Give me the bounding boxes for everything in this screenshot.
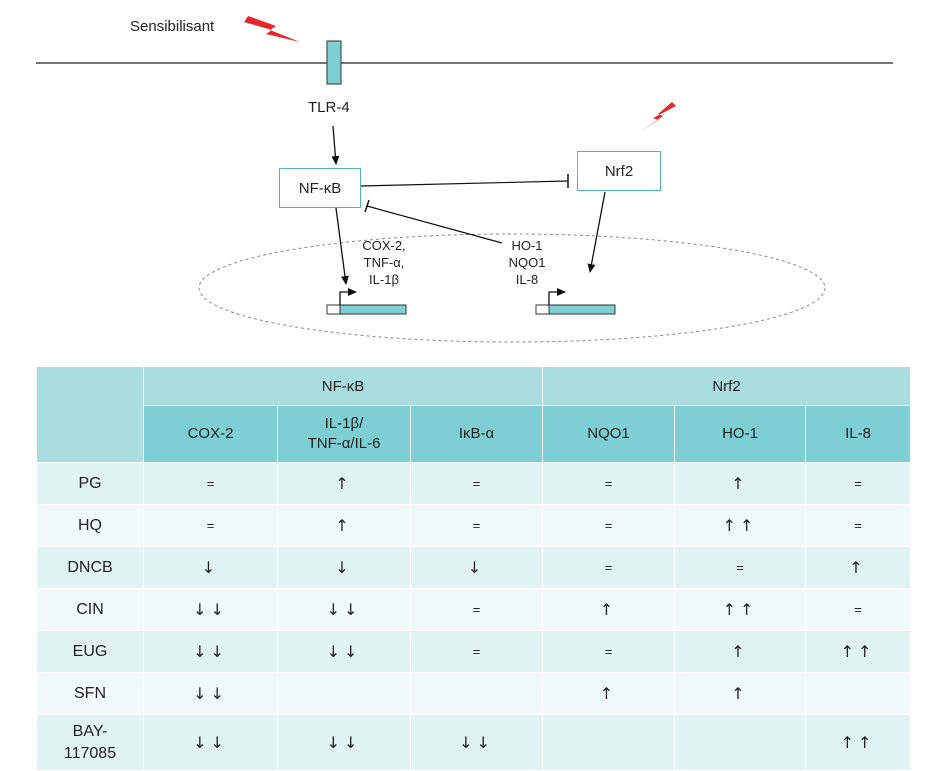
table-cell: =: [542, 630, 675, 673]
table-cell: ↑↑: [805, 630, 911, 673]
table-cell: =: [674, 546, 806, 589]
gene-promoter-icon: [326, 288, 407, 315]
tlr4-receptor: [326, 40, 342, 85]
group-header-nfkb: NF-κB: [143, 366, 543, 406]
table-row: HQ=↑==↑↑=: [36, 504, 911, 547]
table-cell: ↓↓: [143, 672, 278, 715]
arrow-icon: [331, 125, 340, 165]
table-cell: =: [410, 462, 543, 505]
table-cell: ↑: [674, 630, 806, 673]
nrf2-target: HO-1: [511, 238, 543, 253]
nucleus: [198, 233, 826, 343]
table-cell: ↑↑: [805, 714, 911, 771]
nrf2-targets: HO-1 NQO1 IL-8: [497, 237, 557, 288]
table-cell: [805, 672, 911, 715]
table-cell: =: [542, 546, 675, 589]
column-header: HO-1: [674, 405, 806, 463]
table-cell: ↓↓: [143, 630, 278, 673]
lightning-bolt-icon: [244, 16, 300, 42]
table-row: PG=↑==↑=: [36, 462, 911, 505]
row-label: CIN: [36, 588, 144, 631]
gene-promoter-icon: [535, 288, 616, 315]
row-label: DNCB: [36, 546, 144, 589]
inhibition-line: [360, 180, 569, 187]
table-row: CIN↓↓↓↓=↑↑↑=: [36, 588, 911, 631]
pathway-diagram: Sensibilisant TLR-4 NF-κB Nrf2 COX-2, TN…: [0, 0, 929, 345]
table-row: DNCB↓↓↓==↑: [36, 546, 911, 589]
row-label: EUG: [36, 630, 144, 673]
table-cell: ↑: [674, 672, 806, 715]
nfkb-label: NF-κB: [298, 179, 342, 197]
table-cell: ↑: [674, 462, 806, 505]
inhibition-bar-icon: [364, 199, 370, 213]
table-cell: =: [410, 630, 543, 673]
column-header: NQO1: [542, 405, 675, 463]
group-header-nrf2: Nrf2: [542, 366, 911, 406]
column-header: IL-1β/ TNF-α/IL-6: [277, 405, 411, 463]
row-label: PG: [36, 462, 144, 505]
table-row: EUG↓↓↓↓==↑↑↑: [36, 630, 911, 673]
table-cell: =: [410, 588, 543, 631]
table-cell: [277, 672, 411, 715]
stimulus-label: Sensibilisant: [130, 18, 215, 35]
corner-cell: [36, 366, 144, 463]
table-cell: ↓↓: [277, 588, 411, 631]
table-cell: ↑: [277, 462, 411, 505]
lightning-bolt-icon: [640, 102, 676, 132]
table-cell: ↓: [277, 546, 411, 589]
column-header: IL-8: [805, 405, 911, 463]
arrow-icon: [587, 191, 606, 273]
table-cell: ↑↑: [674, 504, 806, 547]
nfkb-target: COX-2,: [362, 238, 406, 253]
nfkb-target: TNF-α,: [363, 255, 405, 270]
table-cell: =: [805, 462, 911, 505]
nfkb-target: IL-1β: [369, 272, 399, 287]
pathway-svg: [36, 16, 893, 343]
nrf2-target: NQO1: [508, 255, 546, 270]
nrf2-label: Nrf2: [604, 162, 634, 180]
nfkb-box: NF-κB: [279, 168, 361, 208]
table-cell: ↓↓: [143, 588, 278, 631]
column-header: COX-2: [143, 405, 278, 463]
table-cell: ↓↓: [410, 714, 543, 771]
table-cell: ↓↓: [277, 630, 411, 673]
table-row: SFN↓↓ ↑↑: [36, 672, 911, 715]
table-cell: ↑: [542, 672, 675, 715]
inhibition-line: [366, 205, 503, 244]
table-cell: [410, 672, 543, 715]
row-label: BAY- 117085: [36, 714, 144, 771]
table-cell: =: [805, 504, 911, 547]
table-cell: ↓↓: [143, 714, 278, 771]
table-cell: ↓: [410, 546, 543, 589]
table-cell: =: [542, 462, 675, 505]
nfkb-targets: COX-2, TNF-α, IL-1β: [354, 237, 414, 288]
receptor-label: TLR-4: [308, 99, 350, 116]
arrow-icon: [335, 207, 349, 285]
nrf2-target: IL-8: [515, 272, 539, 287]
table-cell: =: [410, 504, 543, 547]
table-cell: ↓: [143, 546, 278, 589]
table-cell: [542, 714, 675, 771]
table-cell: ↓↓: [277, 714, 411, 771]
table-cell: ↑↑: [674, 588, 806, 631]
table-cell: [674, 714, 806, 771]
table-cell: =: [805, 588, 911, 631]
row-label: HQ: [36, 504, 144, 547]
nrf2-box: Nrf2: [577, 151, 661, 191]
table-cell: =: [143, 504, 278, 547]
table-cell: ↑: [805, 546, 911, 589]
table-row: BAY- 117085↓↓↓↓↓↓↑↑: [36, 714, 911, 771]
table-cell: ↑: [277, 504, 411, 547]
table-cell: =: [143, 462, 278, 505]
row-label: SFN: [36, 672, 144, 715]
table-cell: =: [542, 504, 675, 547]
column-header: IκB-α: [410, 405, 543, 463]
table-cell: ↑: [542, 588, 675, 631]
